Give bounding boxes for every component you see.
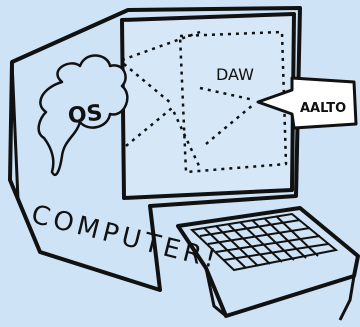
keyboard-base-right	[340, 276, 354, 320]
aalto-label: AALTO	[300, 101, 346, 116]
os-label: OS	[67, 101, 104, 129]
daw-label: DAW	[216, 65, 254, 84]
